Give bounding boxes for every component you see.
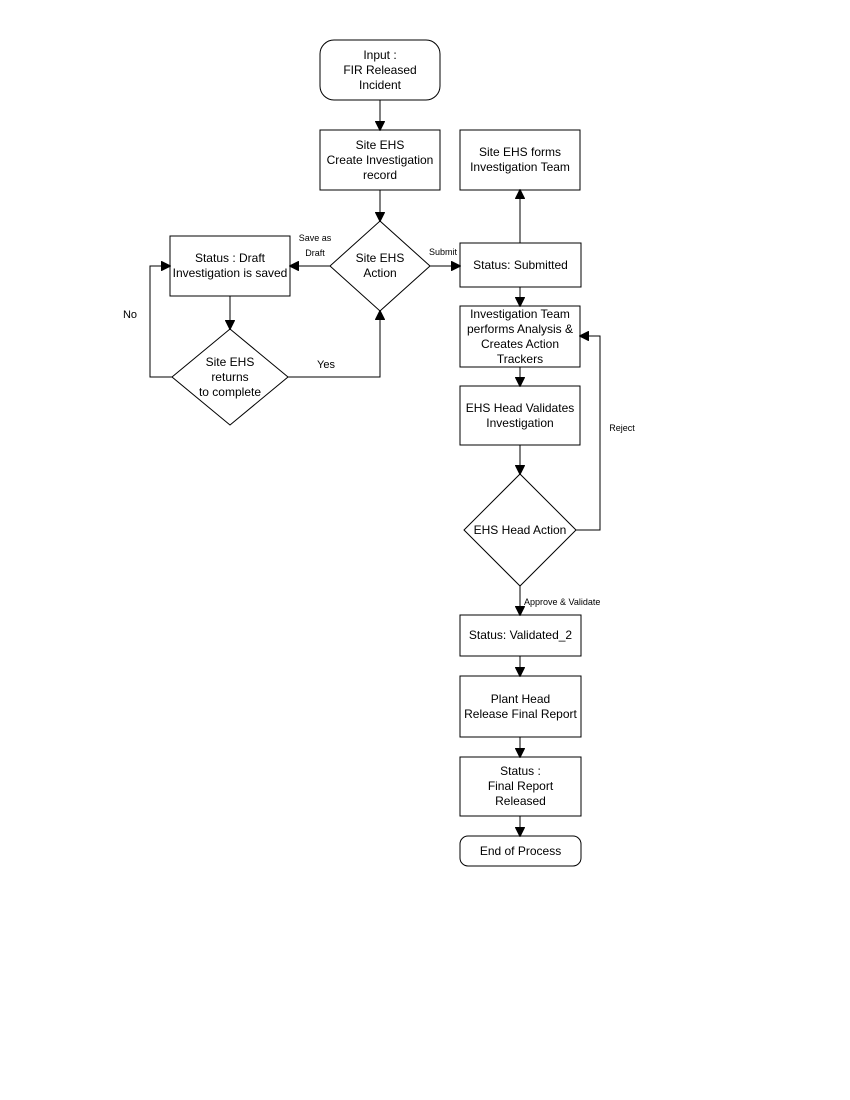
node-label-status-submitted: Status: Submitted: [473, 257, 568, 272]
node-label-status-validated: Status: Validated_2: [468, 628, 573, 642]
edge-head-action-reject-to-analysis: [576, 331, 601, 531]
edge-label-no: No: [122, 308, 138, 321]
node-shape-forms-team: [459, 129, 581, 191]
edge-label-reject: Reject: [609, 422, 635, 433]
node-shape-create-record: [319, 129, 441, 191]
node-shape-analysis-trackers: [459, 305, 581, 368]
edge-returns-yes-to-action: [288, 310, 385, 378]
node-label-input: Input : FIR Released Incident: [343, 47, 417, 92]
node-label-status-final-report: Status : Final Report Released: [487, 764, 554, 808]
node-label-status-draft: Status : Draft Investigation is saved: [172, 251, 288, 280]
node-label-analysis-trackers: Investigation Team performs Analysis & C…: [466, 306, 574, 366]
node-label-ehs-head-action: EHS Head Action: [473, 522, 567, 537]
node-label-forms-team: Site EHS forms Investigation Team: [470, 145, 570, 174]
node-label-head-validates: EHS Head Validates Investigation: [465, 400, 575, 430]
node-shape-returns-to-complete-diamond: [171, 328, 289, 426]
edge-label-approve-validate: Approve & Validate: [524, 596, 601, 607]
node-label-returns-to-complete: Site EHS returns to complete: [198, 354, 262, 399]
node-label-create-record: Site EHS Create Investigation record: [326, 137, 434, 182]
node-label-site-ehs-action: Site EHS Action: [355, 251, 405, 280]
edge-label-save-as-draft: Save as Draft: [298, 233, 332, 258]
edge-returns-no-to-status-draft: [149, 261, 172, 378]
node-shape-plant-head-release: [459, 675, 582, 738]
edge-label-yes: Yes: [317, 358, 335, 371]
node-label-plant-head-release: Plant Head Release Final Report: [464, 691, 577, 721]
node-shape-head-validates: [459, 385, 581, 446]
edge-label-submit: Submit: [428, 246, 457, 257]
node-shape-status-final-report: [459, 756, 582, 817]
node-label-end-of-process: End of Process: [479, 843, 562, 858]
